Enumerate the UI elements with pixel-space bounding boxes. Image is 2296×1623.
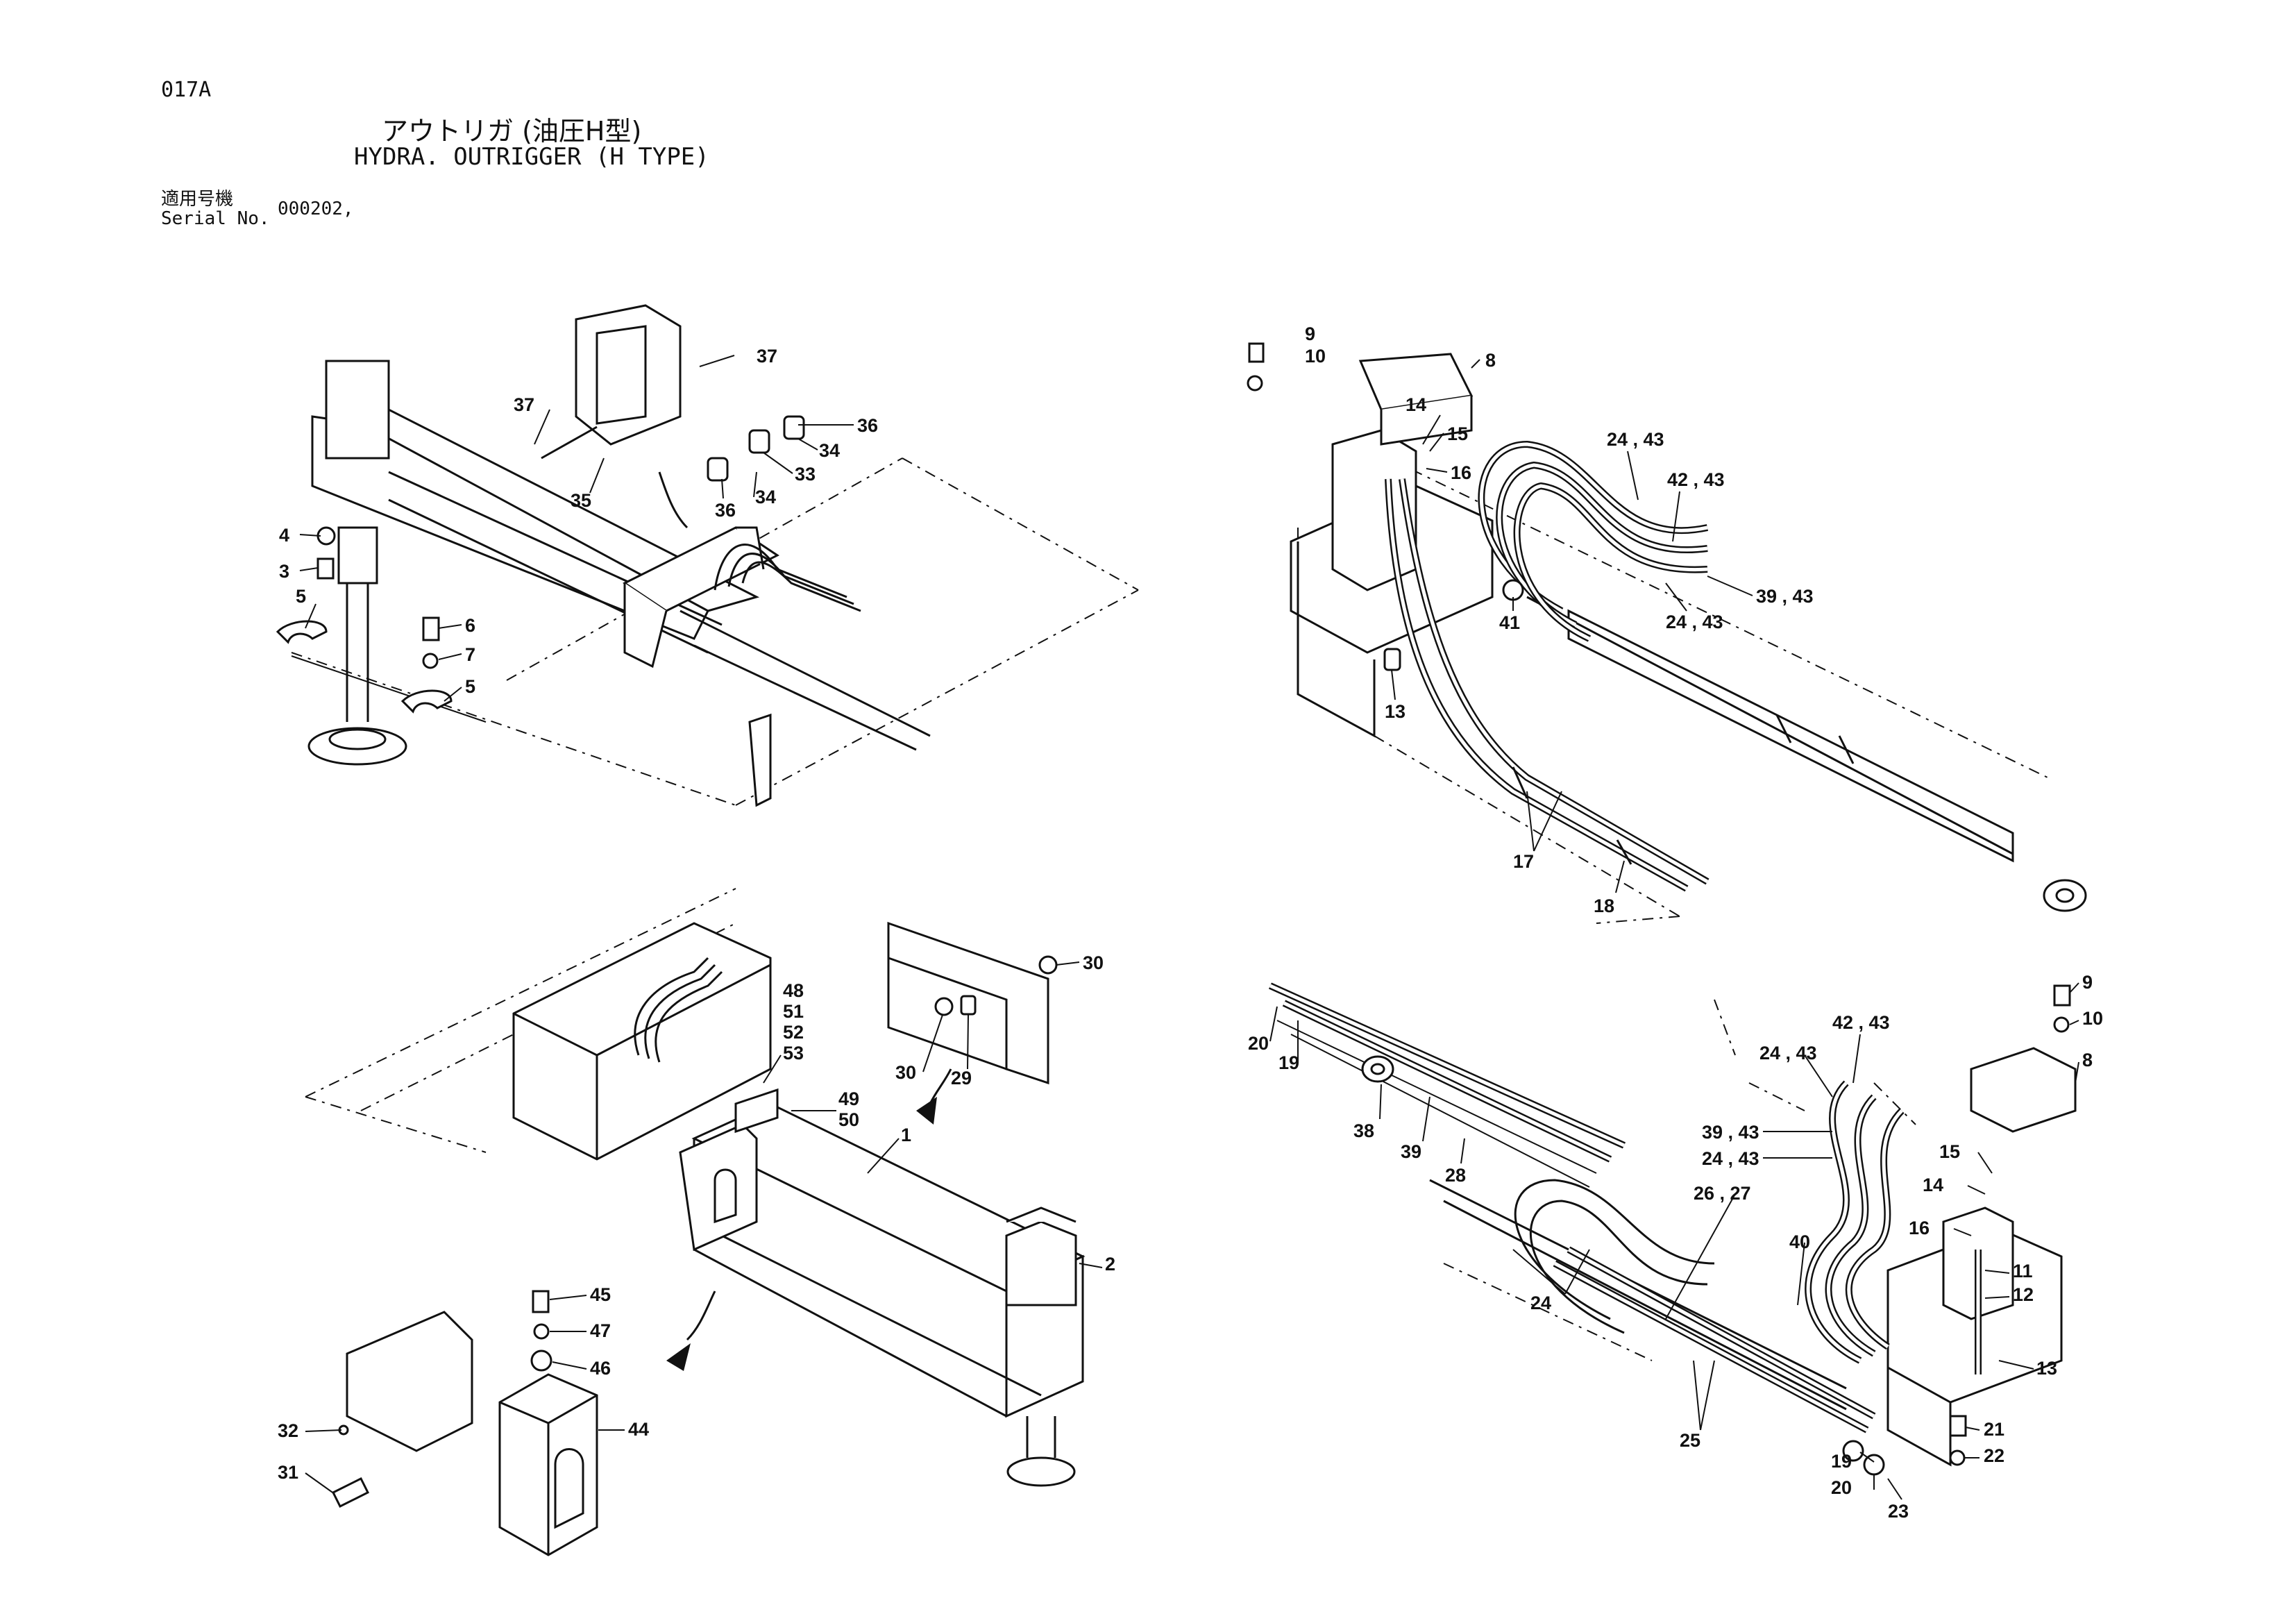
serial-number-value: 000202,	[278, 199, 354, 219]
callout-label: 52	[783, 1022, 804, 1043]
callout-label: 16	[1909, 1218, 1930, 1238]
callout-label: 34	[755, 487, 776, 507]
callout-label: 40	[1789, 1231, 1810, 1252]
view-outrigger-rear-right-hoses	[1247, 342, 2087, 924]
callout-label: 19	[1278, 1052, 1299, 1073]
callout-label: 10	[1305, 346, 1326, 367]
callout-label: 18	[1594, 895, 1614, 916]
callout-label: 53	[783, 1043, 804, 1063]
callout-label: 33	[795, 464, 816, 485]
callout-label: 10	[2082, 1008, 2103, 1029]
callout-label: 31	[278, 1462, 298, 1483]
callout-label: 12	[2013, 1284, 2034, 1305]
callout-label: 36	[715, 500, 736, 521]
serial-label-japanese: 適用号機	[161, 189, 234, 210]
callout-label: 13	[2036, 1358, 2057, 1379]
callout-label: 5	[465, 676, 475, 697]
callout-label: 24 , 43	[1607, 429, 1664, 450]
callout-label: 19	[1831, 1451, 1852, 1472]
callout-label: 15	[1447, 423, 1468, 444]
callout-label: 26 , 27	[1694, 1183, 1751, 1204]
callout-label: 15	[1939, 1141, 1960, 1162]
callout-label: 46	[590, 1358, 611, 1379]
callout-label: 38	[1353, 1120, 1374, 1141]
callout-label: 44	[628, 1419, 649, 1440]
callout-label: 39	[1401, 1141, 1421, 1162]
view-outrigger-front-right-hoses	[1268, 982, 2077, 1476]
callout-label: 24	[1530, 1293, 1551, 1313]
callout-label: 34	[819, 440, 840, 461]
serial-label-english: Serial No.	[161, 208, 270, 229]
callouts-top-right: 9 10 8 14 15 16 24 , 43 42 , 43 39 , 43 …	[1305, 323, 1814, 916]
callout-label: 49	[838, 1088, 859, 1109]
callout-label: 20	[1248, 1033, 1269, 1054]
callout-label: 32	[278, 1420, 298, 1441]
callout-label: 28	[1445, 1165, 1466, 1186]
callout-label: 47	[590, 1320, 611, 1341]
callout-label: 50	[838, 1109, 859, 1130]
callout-label: 6	[465, 615, 475, 636]
callout-label: 20	[1831, 1477, 1852, 1498]
callout-label: 4	[279, 525, 289, 546]
callout-label: 39 , 43	[1702, 1122, 1759, 1143]
callout-label: 3	[279, 561, 289, 582]
callout-label: 14	[1923, 1175, 1943, 1195]
callout-label: 21	[1984, 1419, 2004, 1440]
callout-label: 2	[1105, 1254, 1115, 1275]
callout-label: 22	[1984, 1445, 2004, 1466]
callout-label: 29	[951, 1068, 972, 1088]
callout-label: 1	[901, 1125, 911, 1145]
callout-label: 36	[857, 415, 878, 436]
title-japanese: アウトリガ (油圧H型)	[382, 116, 642, 146]
callout-label: 30	[1083, 952, 1104, 973]
callout-label: 37	[514, 394, 534, 415]
callout-label: 48	[783, 980, 804, 1001]
drawing-code: 017A	[161, 78, 212, 102]
callout-label: 14	[1406, 394, 1426, 415]
title-english: HYDRA. OUTRIGGER (H TYPE)	[354, 143, 709, 171]
callout-label: 8	[2082, 1050, 2093, 1070]
callout-label: 42 , 43	[1832, 1012, 1890, 1033]
callout-label: 8	[1485, 350, 1496, 371]
callout-label: 7	[465, 644, 475, 665]
callout-label: 25	[1680, 1430, 1700, 1451]
callouts-bottom-right: 20 19 38 39 28 42 , 43 24 , 43 39 , 43 2…	[1248, 972, 2103, 1522]
callout-label: 51	[783, 1001, 804, 1022]
view-outrigger-front-left	[305, 888, 1086, 1556]
callout-label: 9	[1305, 323, 1315, 344]
callout-label: 37	[757, 346, 777, 367]
callouts-bottom-left: 48 51 52 53 49 50 1 2 30 30 29 45 47 46 …	[278, 952, 1115, 1495]
callout-label: 30	[895, 1062, 916, 1083]
callout-label: 35	[571, 490, 591, 511]
callouts-top-left: 37 37 35 36 34 33 34 36 4 3 5 6 7 5	[279, 346, 878, 702]
callout-label: 45	[590, 1284, 611, 1305]
callout-label: 9	[2082, 972, 2093, 993]
callout-label: 24 , 43	[1702, 1148, 1759, 1169]
view-outrigger-rear-left	[276, 304, 1139, 807]
callout-label: 24 , 43	[1666, 612, 1723, 632]
callout-label: 16	[1451, 462, 1471, 483]
callout-label: 41	[1499, 612, 1520, 633]
callout-label: 42 , 43	[1667, 469, 1725, 490]
callout-label: 39 , 43	[1756, 586, 1814, 607]
callout-label: 17	[1513, 851, 1534, 872]
callout-label: 13	[1385, 701, 1406, 722]
callout-label: 23	[1888, 1501, 1909, 1522]
callout-label: 5	[296, 586, 306, 607]
callout-label: 11	[2013, 1261, 2033, 1281]
